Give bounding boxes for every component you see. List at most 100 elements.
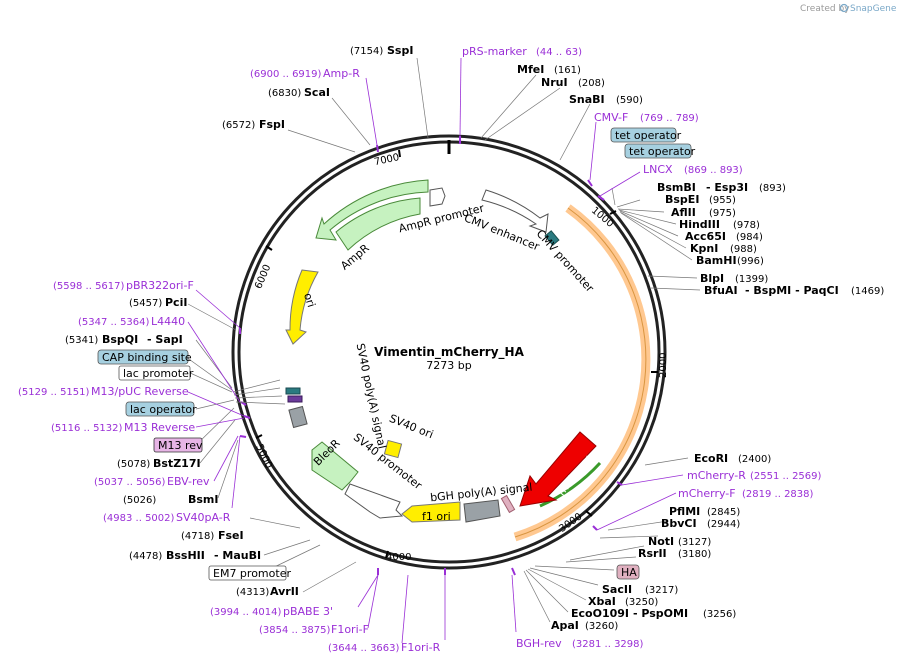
pos-bspei: (955) [709, 195, 736, 206]
pos-sv40pa-r: (4983 .. 5002) [103, 513, 175, 524]
lac-promoter-box[interactable] [118, 365, 191, 381]
pos-snabi: (590) [616, 95, 643, 106]
enzyme-avrii[interactable]: AvrII [270, 585, 299, 598]
enzyme-bamhi[interactable]: BamHI [696, 254, 737, 267]
enzyme-maubi[interactable]: - MauBI [214, 549, 261, 562]
enzyme-bbvci[interactable]: BbvCI [661, 517, 697, 530]
enzyme-bspmi-paqci[interactable]: - BspMI - PaqCI [745, 284, 839, 297]
pos-ebv-rev: (5037 .. 5056) [94, 477, 166, 488]
enzyme-blpi[interactable]: BlpI [700, 272, 724, 285]
pos-bsshii: (4478) [129, 551, 162, 562]
cmv-enhancer-arrow [481, 189, 549, 233]
primer-lncx[interactable]: LNCX [643, 163, 673, 176]
enzyme-fspi[interactable]: FspI [259, 118, 285, 131]
pos-apai: (3260) [585, 621, 618, 632]
enzyme-fsei[interactable]: FseI [218, 529, 244, 542]
pos-mcherry-r: (2551 .. 2569) [750, 471, 822, 482]
enzyme-sapi[interactable]: - SapI [147, 333, 183, 346]
primer-bgh-rev[interactable]: BGH-rev [516, 637, 562, 650]
pos-bspqi: (5341) [65, 335, 98, 346]
enzyme-esp3i[interactable]: - Esp3I [706, 181, 748, 194]
enzyme-sacii[interactable]: SacII [602, 583, 632, 596]
primer-f1ori-f[interactable]: F1ori-F [331, 623, 369, 636]
enzyme-bsmbi[interactable]: BsmBI [657, 181, 696, 194]
enzyme-bsmi[interactable]: BsmI [188, 493, 219, 506]
pos-pcii: (5457) [129, 298, 162, 309]
tet-operator-box-2[interactable] [624, 143, 692, 159]
primer-pbabe[interactable]: pBABE 3' [283, 605, 333, 618]
primer-sv40pa-r[interactable]: SV40pA-R [176, 511, 231, 524]
ha-block [500, 494, 516, 514]
pos-pflmi: (2845) [707, 507, 740, 518]
primer-mcherry-r[interactable]: mCherry-R [687, 469, 746, 482]
enzyme-aflii[interactable]: AflII [671, 206, 696, 219]
pos-f1ori-f: (3854 .. 3875) [259, 625, 331, 636]
pos-pbr322ori-f: (5598 .. 5617) [53, 281, 125, 292]
tick-7000: 7000 [373, 152, 400, 168]
enzyme-bsshii[interactable]: BssHII [166, 549, 205, 562]
primer-amp-r[interactable]: Amp-R [323, 67, 360, 80]
cap-binding-site-box[interactable] [97, 349, 189, 365]
tick-4000: 4000 [386, 552, 411, 563]
ha-label: HA [621, 566, 637, 579]
enzyme-apai[interactable]: ApaI [551, 619, 579, 632]
primer-f1ori-r[interactable]: F1ori-R [401, 641, 441, 654]
pos-hindiii: (978) [733, 220, 760, 231]
pos-prs-marker: (44 .. 63) [536, 47, 582, 58]
primer-l4440[interactable]: L4440 [151, 315, 185, 328]
tet-operator-label-1: tet operator [615, 129, 682, 142]
pos-nrui: (208) [578, 78, 605, 89]
pos-cmv-f: (769 .. 789) [640, 113, 699, 124]
pos-sacii: (3217) [645, 585, 678, 596]
enzyme-pflmi[interactable]: PflMI [669, 505, 700, 518]
label-ampr: AmpR [338, 241, 372, 272]
tick-2000: 2000 [658, 353, 669, 378]
bgh-polya-block [463, 499, 501, 523]
enzyme-xbai[interactable]: XbaI [588, 595, 616, 608]
em7-promoter-box[interactable] [208, 565, 287, 581]
tet-operator-box-1[interactable] [610, 127, 677, 143]
ampr-promoter-arrow [429, 187, 446, 207]
enzyme-sspi[interactable]: SspI [387, 44, 413, 57]
enzyme-snabi[interactable]: SnaBI [569, 93, 605, 106]
pos-scai: (6830) [268, 88, 301, 99]
primer-marks [239, 136, 623, 576]
pos-bsmbi: (893) [759, 183, 786, 194]
primer-cmv-f[interactable]: CMV-F [594, 111, 628, 124]
enzyme-bspei[interactable]: BspEI [665, 193, 699, 206]
primer-prs-marker[interactable]: pRS-marker [462, 45, 527, 58]
enzyme-eco0109i[interactable]: EcoO109I [571, 607, 629, 620]
enzyme-scai[interactable]: ScaI [304, 86, 330, 99]
em7-promoter-label: EM7 promoter [213, 567, 291, 580]
enzyme-pcii[interactable]: PciI [165, 296, 187, 309]
label-cmv-promoter: CMV promoter [534, 227, 597, 295]
enzyme-acc65i[interactable]: Acc65I [685, 230, 726, 243]
enzyme-rsrii[interactable]: RsrII [638, 547, 667, 560]
enzyme-bfuai[interactable]: BfuAI [704, 284, 738, 297]
primer-mcherry-f[interactable]: mCherry-F [678, 487, 736, 500]
m13-rev-label: M13 rev [158, 439, 203, 452]
enzyme-kpni[interactable]: KpnI [690, 242, 718, 255]
pos-mfei: (161) [554, 65, 581, 76]
ha-box[interactable] [616, 564, 640, 580]
enzyme-bstz17i[interactable]: BstZ17I [153, 457, 201, 470]
primer-m13-reverse[interactable]: M13 Reverse [124, 421, 195, 434]
enzyme-mfei[interactable]: MfeI [517, 63, 544, 76]
primer-pbr322ori-f[interactable]: pBR322ori-F [126, 279, 194, 292]
enzyme-ecori[interactable]: EcoRI [694, 452, 728, 465]
pos-eco0109i: (3256) [703, 609, 736, 620]
pos-fsei: (4718) [181, 531, 214, 542]
primer-ebv-rev[interactable]: EBV-rev [167, 475, 210, 488]
enzyme-bspqi[interactable]: BspQI [102, 333, 138, 346]
enzyme-hindiii[interactable]: HindIII [679, 218, 720, 231]
enzyme-nrui[interactable]: NruI [541, 76, 568, 89]
pos-f1ori-r: (3644 .. 3663) [328, 643, 400, 654]
m13-rev-box[interactable] [153, 437, 203, 453]
pos-fspi: (6572) [222, 120, 255, 131]
pos-l4440: (5347 .. 5364) [78, 317, 150, 328]
primer-m13puc-reverse[interactable]: M13/pUC Reverse [91, 385, 189, 398]
cap-binding-site-label: CAP binding site [102, 351, 192, 364]
lac-operator-box[interactable] [125, 401, 195, 417]
enzyme-noti[interactable]: NotI [648, 535, 674, 548]
enzyme-pspomi[interactable]: - PspOMI [633, 607, 688, 620]
